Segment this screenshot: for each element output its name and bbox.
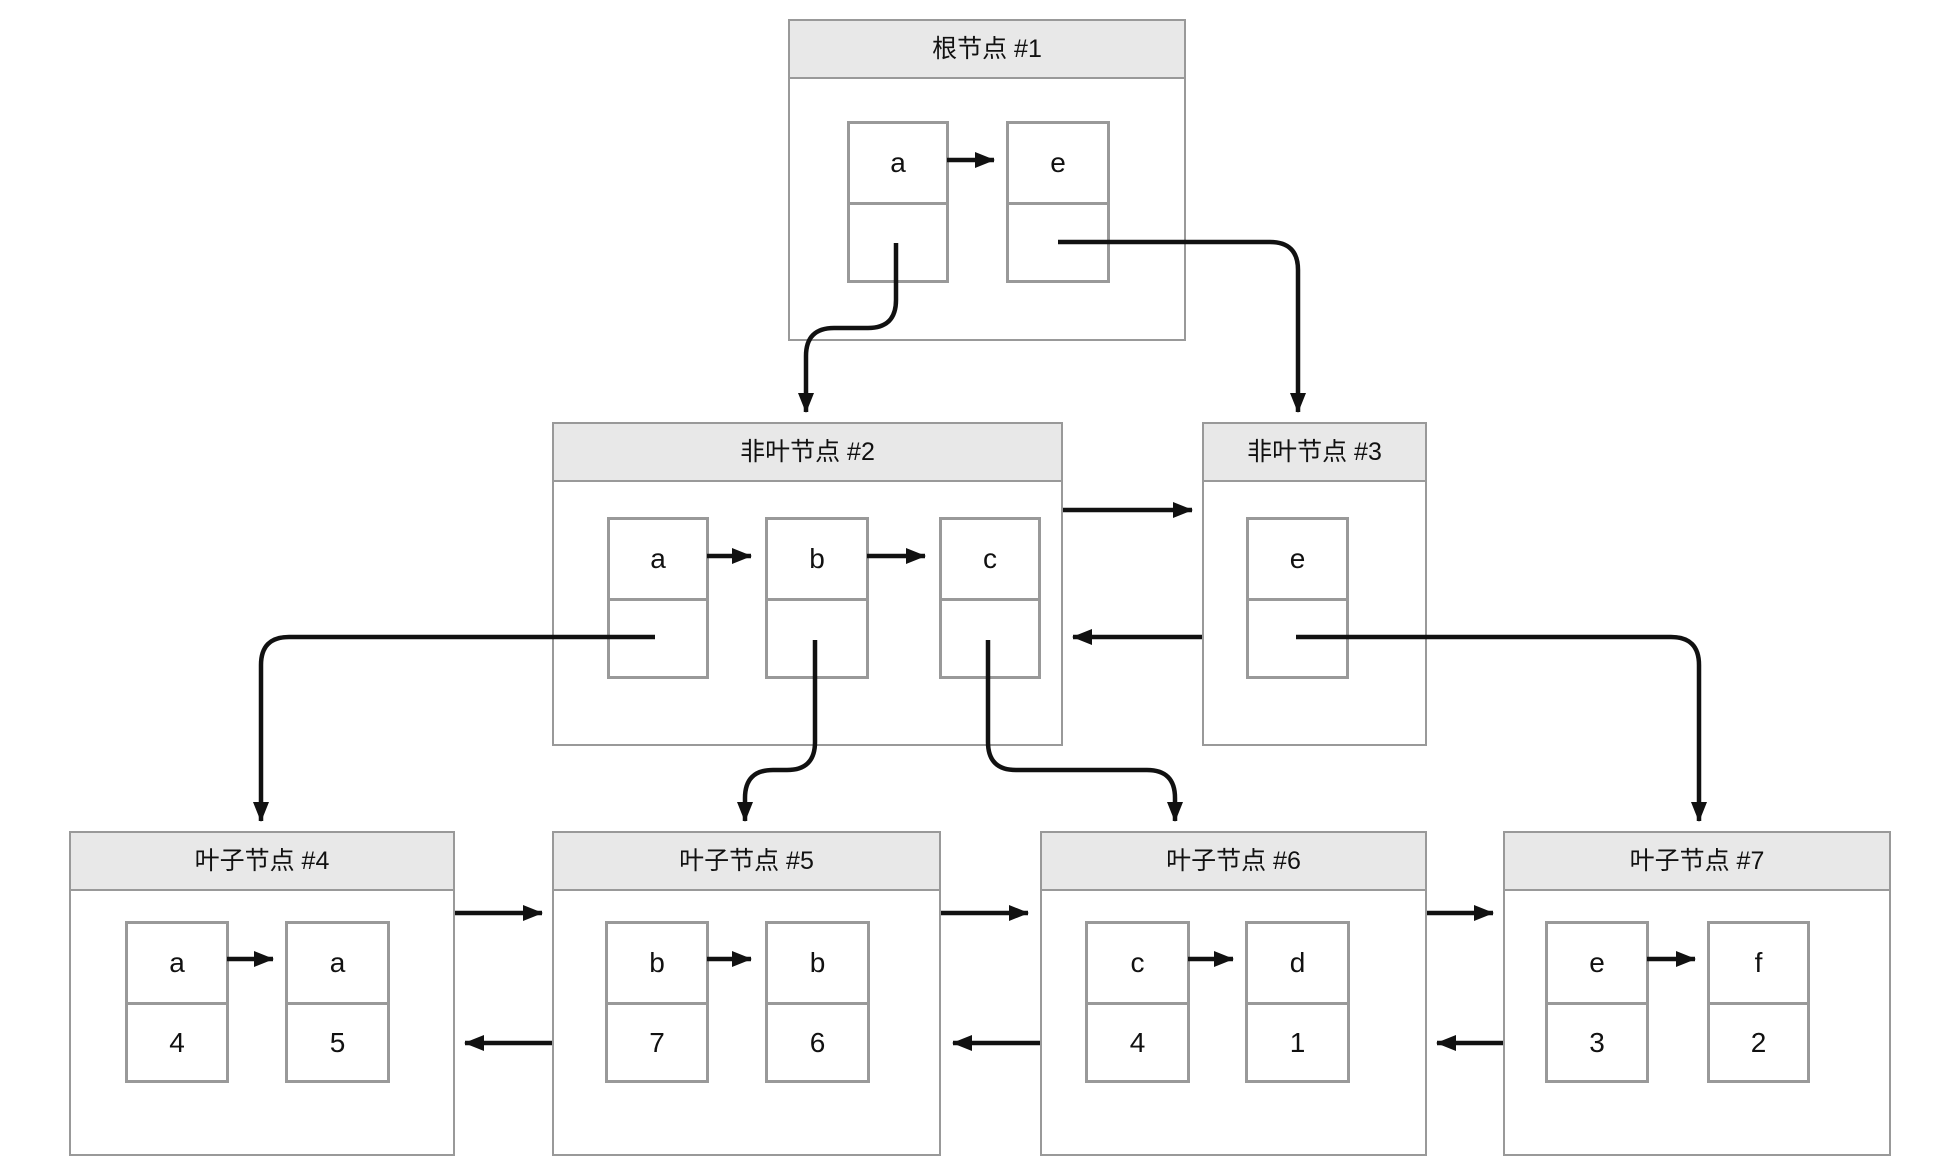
internal2-cell-c-key: c: [942, 520, 1038, 601]
node-internal-2: 非叶节点 #2 a b c: [552, 422, 1063, 746]
leaf7-cell-2-value: 2: [1750, 1027, 1767, 1058]
leaf4-cell-1-key: a: [128, 924, 226, 1005]
root1-cell-e-pointer: [1009, 205, 1107, 280]
leaf4-cell-1-value: 4: [169, 1027, 185, 1058]
leaf6-cell-2-value: 1: [1289, 1027, 1306, 1058]
node-leaf-4: 叶子节点 #4 a 4 a 5: [69, 831, 455, 1156]
root1-cell-e-key: e: [1009, 124, 1107, 205]
leaf6-cell-1: c 4: [1085, 921, 1190, 1083]
internal2-cell-c: c: [939, 517, 1041, 679]
leaf4-cell-2: a 5: [285, 921, 390, 1083]
leaf5-cell-1-key: b: [608, 924, 706, 1005]
node-root-1: 根节点 #1 a e: [788, 19, 1186, 341]
internal2-cell-c-pointer: [942, 601, 1038, 676]
leaf5-cell-1-value: 7: [649, 1027, 665, 1058]
leaf5-cell-1: b 7: [605, 921, 709, 1083]
node-internal-3-title: 非叶节点 #3: [1204, 424, 1425, 482]
leaf7-cell-1-value: 3: [1589, 1027, 1605, 1058]
node-leaf-4-title: 叶子节点 #4: [71, 833, 453, 891]
leaf4-cell-2-value: 5: [329, 1027, 346, 1058]
leaf5-cell-2-value: 6: [809, 1027, 826, 1058]
root1-cell-a: a: [847, 121, 949, 283]
root1-cell-e: e: [1006, 121, 1110, 283]
root1-cell-a-pointer: [850, 205, 946, 280]
leaf6-cell-1-key: c: [1088, 924, 1187, 1005]
leaf7-cell-2: f 2: [1707, 921, 1810, 1083]
internal2-cell-b-key: b: [768, 520, 866, 601]
node-leaf-5: 叶子节点 #5 b 7 b 6: [552, 831, 941, 1156]
node-leaf-7-title: 叶子节点 #7: [1505, 833, 1889, 891]
internal2-cell-b-pointer: [768, 601, 866, 676]
internal3-cell-e: e: [1246, 517, 1349, 679]
internal3-cell-e-key: e: [1249, 520, 1346, 601]
internal2-cell-a: a: [607, 517, 709, 679]
root1-cell-a-key: a: [850, 124, 946, 205]
leaf4-cell-1: a 4: [125, 921, 229, 1083]
node-leaf-7: 叶子节点 #7 e 3 f 2: [1503, 831, 1891, 1156]
leaf7-cell-1: e 3: [1545, 921, 1649, 1083]
node-leaf-5-title: 叶子节点 #5: [554, 833, 939, 891]
node-internal-3: 非叶节点 #3 e: [1202, 422, 1427, 746]
leaf7-cell-2-key: f: [1710, 924, 1807, 1005]
node-leaf-6-title: 叶子节点 #6: [1042, 833, 1425, 891]
leaf5-cell-2: b 6: [765, 921, 870, 1083]
internal2-cell-b: b: [765, 517, 869, 679]
internal3-cell-e-pointer: [1249, 601, 1346, 676]
leaf6-cell-2: d 1: [1245, 921, 1350, 1083]
leaf4-cell-2-key: a: [288, 924, 387, 1005]
internal2-cell-a-pointer: [610, 601, 706, 676]
node-root-1-title: 根节点 #1: [790, 21, 1184, 79]
leaf6-cell-1-value: 4: [1129, 1027, 1146, 1058]
internal2-cell-a-key: a: [610, 520, 706, 601]
leaf7-cell-1-key: e: [1548, 924, 1646, 1005]
leaf5-cell-2-key: b: [768, 924, 867, 1005]
node-internal-2-title: 非叶节点 #2: [554, 424, 1061, 482]
leaf6-cell-2-key: d: [1248, 924, 1347, 1005]
node-leaf-6: 叶子节点 #6 c 4 d 1: [1040, 831, 1427, 1156]
